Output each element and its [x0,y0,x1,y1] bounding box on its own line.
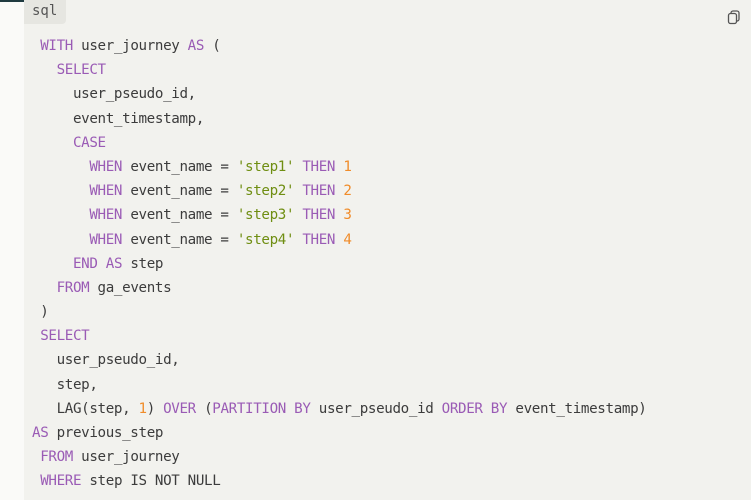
keyword-token: THEN [302,231,336,248]
text-token [32,328,40,344]
text-token: LAG(step, [32,400,139,417]
text-token: event_timestamp) [507,400,647,417]
number-token: 4 [343,231,352,248]
code-line: AS previous_step [32,421,646,445]
text-token [32,256,73,272]
code-line: WHEN event_name = 'step1' THEN 1 [32,155,646,179]
number-token: 1 [343,158,352,175]
keyword-token: THEN [302,158,336,175]
text-token [32,232,89,248]
language-label: sql [24,0,66,24]
text-token: ( [204,38,221,54]
code-line: WHEN event_name = 'step3' THEN 3 [32,203,646,227]
copy-icon [727,10,740,25]
keyword-token: WHEN [89,158,123,175]
text-token: ( [195,400,213,417]
keyword-token: AS [32,425,49,441]
code-block [24,0,751,500]
keyword-token: SELECT [56,62,107,79]
code-line: WITH user_journey AS ( [32,34,646,58]
keyword-token: PARTITION BY [212,400,311,417]
code-line: ) [32,300,646,324]
code-line: END AS step [32,252,646,276]
keyword-token: WHEN [89,207,123,224]
text-token: user_journey [72,38,188,54]
text-token: ga_events [89,279,172,296]
string-token: 'step3' [236,207,295,224]
code-line: LAG(step, 1) OVER (PARTITION BY user_pse… [32,397,647,421]
keyword-token: WHEN [89,183,123,200]
text-token: event_timestamp, [32,110,205,127]
code-line: WHEN event_name = 'step2' THEN 2 [32,179,646,203]
keyword-token: OVER [163,400,196,417]
keyword-token: WITH [40,38,73,54]
text-token [32,449,40,465]
string-token: 'step1' [236,158,295,175]
code-line: CASE [32,131,646,155]
text-token [32,183,89,199]
text-token [32,62,57,78]
text-token: user_pseudo_id [310,400,442,417]
text-token [32,473,40,489]
keyword-token: WHERE [40,473,82,490]
code-line: SELECT [32,324,646,348]
keyword-token: SELECT [40,328,90,345]
text-token: event_name = [122,183,237,200]
code-line: WHERE step IS NOT NULL [32,469,646,493]
text-token [98,256,106,272]
text-token: event_name = [122,231,237,248]
keyword-token: WHEN [89,231,123,248]
code-line: WHEN event_name = 'step4' THEN 4 [32,228,646,252]
text-token: step IS NOT NULL [81,473,221,490]
keyword-token: FROM [56,279,90,296]
keyword-token: AS [105,255,123,272]
keyword-token: THEN [302,183,336,200]
code-line: user_pseudo_id, [32,82,646,106]
code-line: step, [32,373,646,397]
code-line: event_timestamp, [32,107,646,131]
text-token: ) [146,400,164,417]
number-token: 3 [343,207,352,224]
keyword-token: THEN [302,207,336,224]
keyword-token: CASE [72,134,106,151]
code-line: FROM user_journey [32,445,646,469]
text-token: event_name = [122,158,237,175]
number-token: 1 [138,400,148,417]
text-token: step [122,255,164,272]
text-token [32,159,89,175]
string-token: 'step4' [236,231,295,248]
copy-button[interactable] [726,9,742,25]
keyword-token: AS [187,38,205,54]
text-token: user_pseudo_id, [32,352,180,369]
keyword-token: FROM [40,449,73,466]
code-content[interactable]: WITH user_journey AS ( SELECT user_pseud… [32,34,647,494]
number-token: 2 [343,183,352,200]
text-token [32,38,40,54]
text-token: user_pseudo_id, [32,86,196,103]
keyword-token: ORDER BY [441,400,508,417]
text-token: step, [32,376,98,393]
string-token: 'step2' [236,183,295,200]
text-token [32,280,57,296]
code-line: FROM ga_events [32,276,646,300]
text-token [32,207,89,223]
text-token: previous_step [48,425,164,441]
text-token [32,135,73,151]
code-line: user_pseudo_id, [32,348,646,372]
keyword-token: END [72,255,98,272]
text-token: ) [32,304,49,321]
text-token: event_name = [122,207,237,224]
text-token: user_journey [72,449,180,466]
code-line: SELECT [32,58,646,82]
